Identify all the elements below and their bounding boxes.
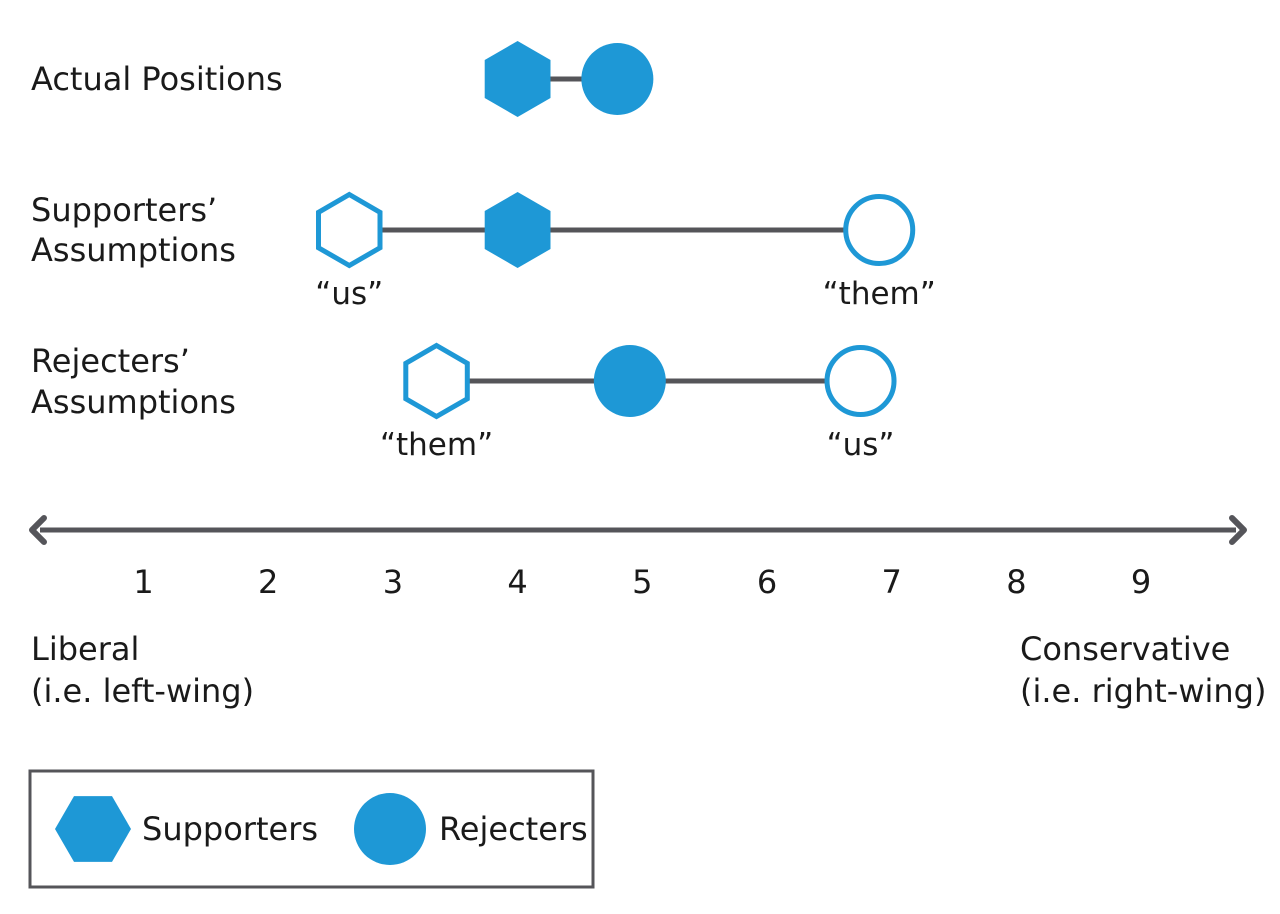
point-annotation: “us” <box>315 276 383 312</box>
rejecters-circle-marker <box>824 345 897 417</box>
row-label: Assumptions <box>31 383 236 421</box>
row-label: Rejecters’ <box>31 342 190 380</box>
row-2: Supporters’Assumptions “us” “them” <box>31 191 936 312</box>
legend-label: Supporters <box>142 810 318 848</box>
x-tick-label: 2 <box>258 563 278 601</box>
x-tick-label: 8 <box>1006 563 1026 601</box>
x-tick-label: 5 <box>632 563 652 601</box>
x-tick-label: 1 <box>133 563 153 601</box>
row-label: Assumptions <box>31 231 236 269</box>
supporters-hexagon-marker <box>316 191 383 269</box>
rows-layer: Actual PositionsSupporters’Assumptions“u… <box>31 41 936 463</box>
rejecters-circle-marker <box>843 194 916 266</box>
legend-circle-icon <box>354 793 426 865</box>
legend: Supporters Rejecters <box>28 769 595 889</box>
point-annotation: “us” <box>827 427 895 463</box>
axis-right-arrowhead <box>1229 515 1247 545</box>
x-tick-label: 6 <box>757 563 777 601</box>
x-tick-label: 4 <box>507 563 527 601</box>
axis-left-arrowhead <box>29 515 47 545</box>
point-annotation: “them” <box>823 276 936 312</box>
x-tick-label: 9 <box>1131 563 1151 601</box>
axis-right-label: (i.e. right-wing) <box>1020 672 1266 710</box>
legend-item-rejecters: Rejecters <box>354 793 588 865</box>
supporters-hexagon-marker <box>403 342 470 420</box>
rejecters-circle-marker <box>581 43 654 115</box>
legend-hexagon-icon <box>55 796 131 862</box>
row-label: Supporters’ <box>31 191 217 229</box>
rejecters-circle-marker <box>593 345 666 417</box>
legend-label: Rejecters <box>439 810 588 848</box>
point-annotation: “them” <box>380 427 493 463</box>
supporters-hexagon-marker <box>484 192 551 268</box>
supporters-hexagon-marker <box>484 41 551 117</box>
legend-item-supporters: Supporters <box>55 796 318 862</box>
row-1: Actual Positions <box>31 41 654 117</box>
row-3: Rejecters’Assumptions “them” “us” <box>31 342 897 463</box>
axis-left-label: (i.e. left-wing) <box>31 672 254 710</box>
x-tick-label: 3 <box>383 563 403 601</box>
x-tick-label: 7 <box>882 563 902 601</box>
axis-left-label: Liberal <box>31 630 139 668</box>
row-label: Actual Positions <box>31 60 283 98</box>
axis-right-label: Conservative <box>1020 630 1230 668</box>
